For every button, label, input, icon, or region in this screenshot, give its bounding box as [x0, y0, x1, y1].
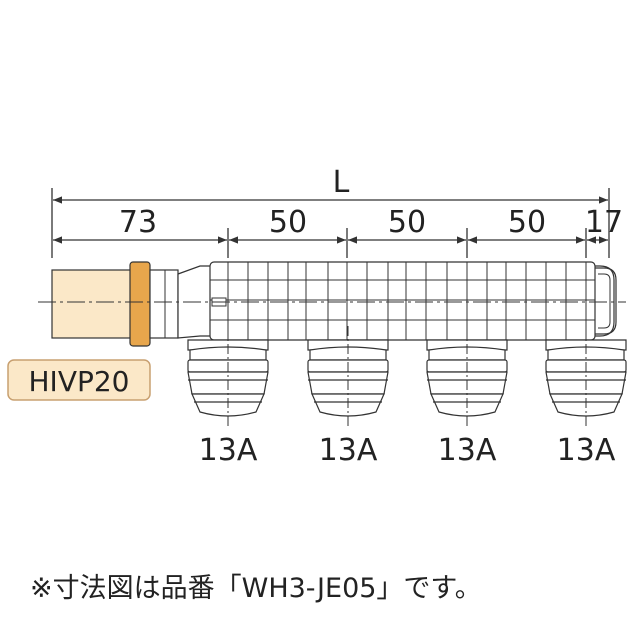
outlet-label-2: 13A	[319, 433, 378, 468]
inlet-label: HIVP20	[29, 365, 130, 398]
segment-label-pitch-3: 50	[508, 205, 546, 240]
outlet-label-3: 13A	[438, 433, 497, 468]
outlet-fitting	[307, 326, 389, 426]
segment-label-pitch-2: 50	[388, 205, 426, 240]
inlet-socket	[51, 261, 179, 347]
outlet-fitting	[187, 326, 269, 426]
outlet-fitting	[545, 326, 627, 426]
segment-label-inlet: 73	[119, 205, 157, 240]
extension-lines	[51, 188, 610, 258]
outlet-fitting	[426, 326, 508, 426]
inlet-badge: HIVP20	[7, 359, 151, 401]
manifold-body	[177, 261, 617, 341]
outlet-label-1: 13A	[199, 433, 258, 468]
outlet-fittings	[187, 326, 627, 426]
outlet-label-4: 13A	[557, 433, 616, 468]
total-length-label: L	[333, 165, 350, 200]
note-text: ※寸法図は品番「WH3-JE05」です。	[30, 573, 482, 604]
segment-label-end: 17	[585, 205, 623, 240]
segment-label-pitch-1: 50	[269, 205, 307, 240]
